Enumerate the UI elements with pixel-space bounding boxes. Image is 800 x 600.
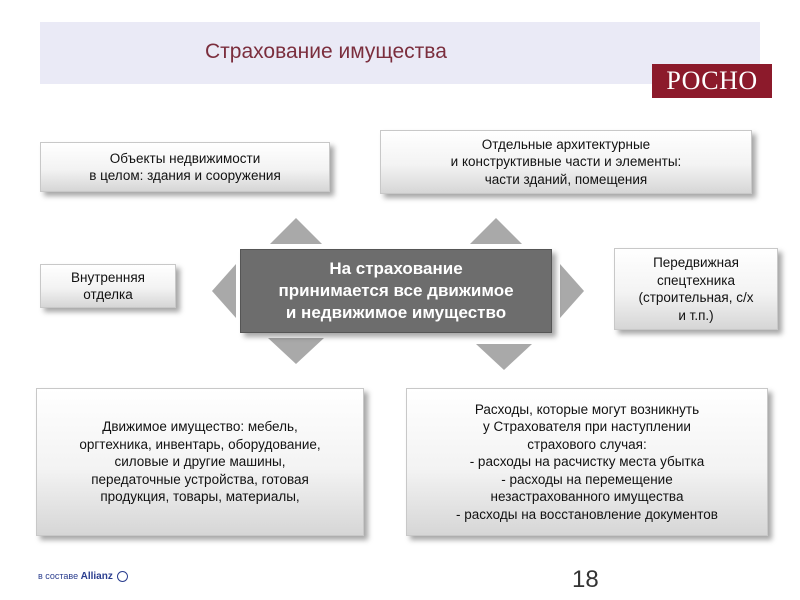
arrow-left-icon — [212, 264, 236, 318]
arrow-down-left-icon — [268, 338, 324, 364]
allianz-brand: в составе Allianz — [38, 571, 129, 583]
arrow-down-right-icon — [476, 344, 532, 370]
brand-prefix: в составе — [38, 571, 79, 581]
box-movable-property: Движимое имущество: мебель, оргтехника, … — [36, 388, 364, 536]
allianz-logo-icon — [117, 571, 129, 583]
arrow-up-left-icon — [270, 218, 322, 244]
box-architectural-parts: Отдельные архитектурные и конструктивные… — [380, 130, 752, 194]
box-mobile-equipment: Передвижная спецтехника (строительная, с… — [614, 248, 778, 330]
center-statement: На страхование принимается все движимое … — [240, 249, 552, 333]
brand-name: Allianz — [80, 571, 113, 582]
arrow-up-right-icon — [470, 218, 522, 244]
box-interior-finish: Внутренняя отделка — [40, 264, 176, 308]
box-real-estate: Объекты недвижимости в целом: здания и с… — [40, 142, 330, 192]
page-number: 18 — [572, 566, 599, 593]
slide-title: Страхование имущества — [205, 40, 447, 63]
rosno-logo: РОСНО — [652, 64, 772, 98]
box-expenses: Расходы, которые могут возникнуть у Стра… — [406, 388, 768, 536]
header-band — [40, 22, 760, 84]
arrow-right-icon — [560, 264, 584, 318]
